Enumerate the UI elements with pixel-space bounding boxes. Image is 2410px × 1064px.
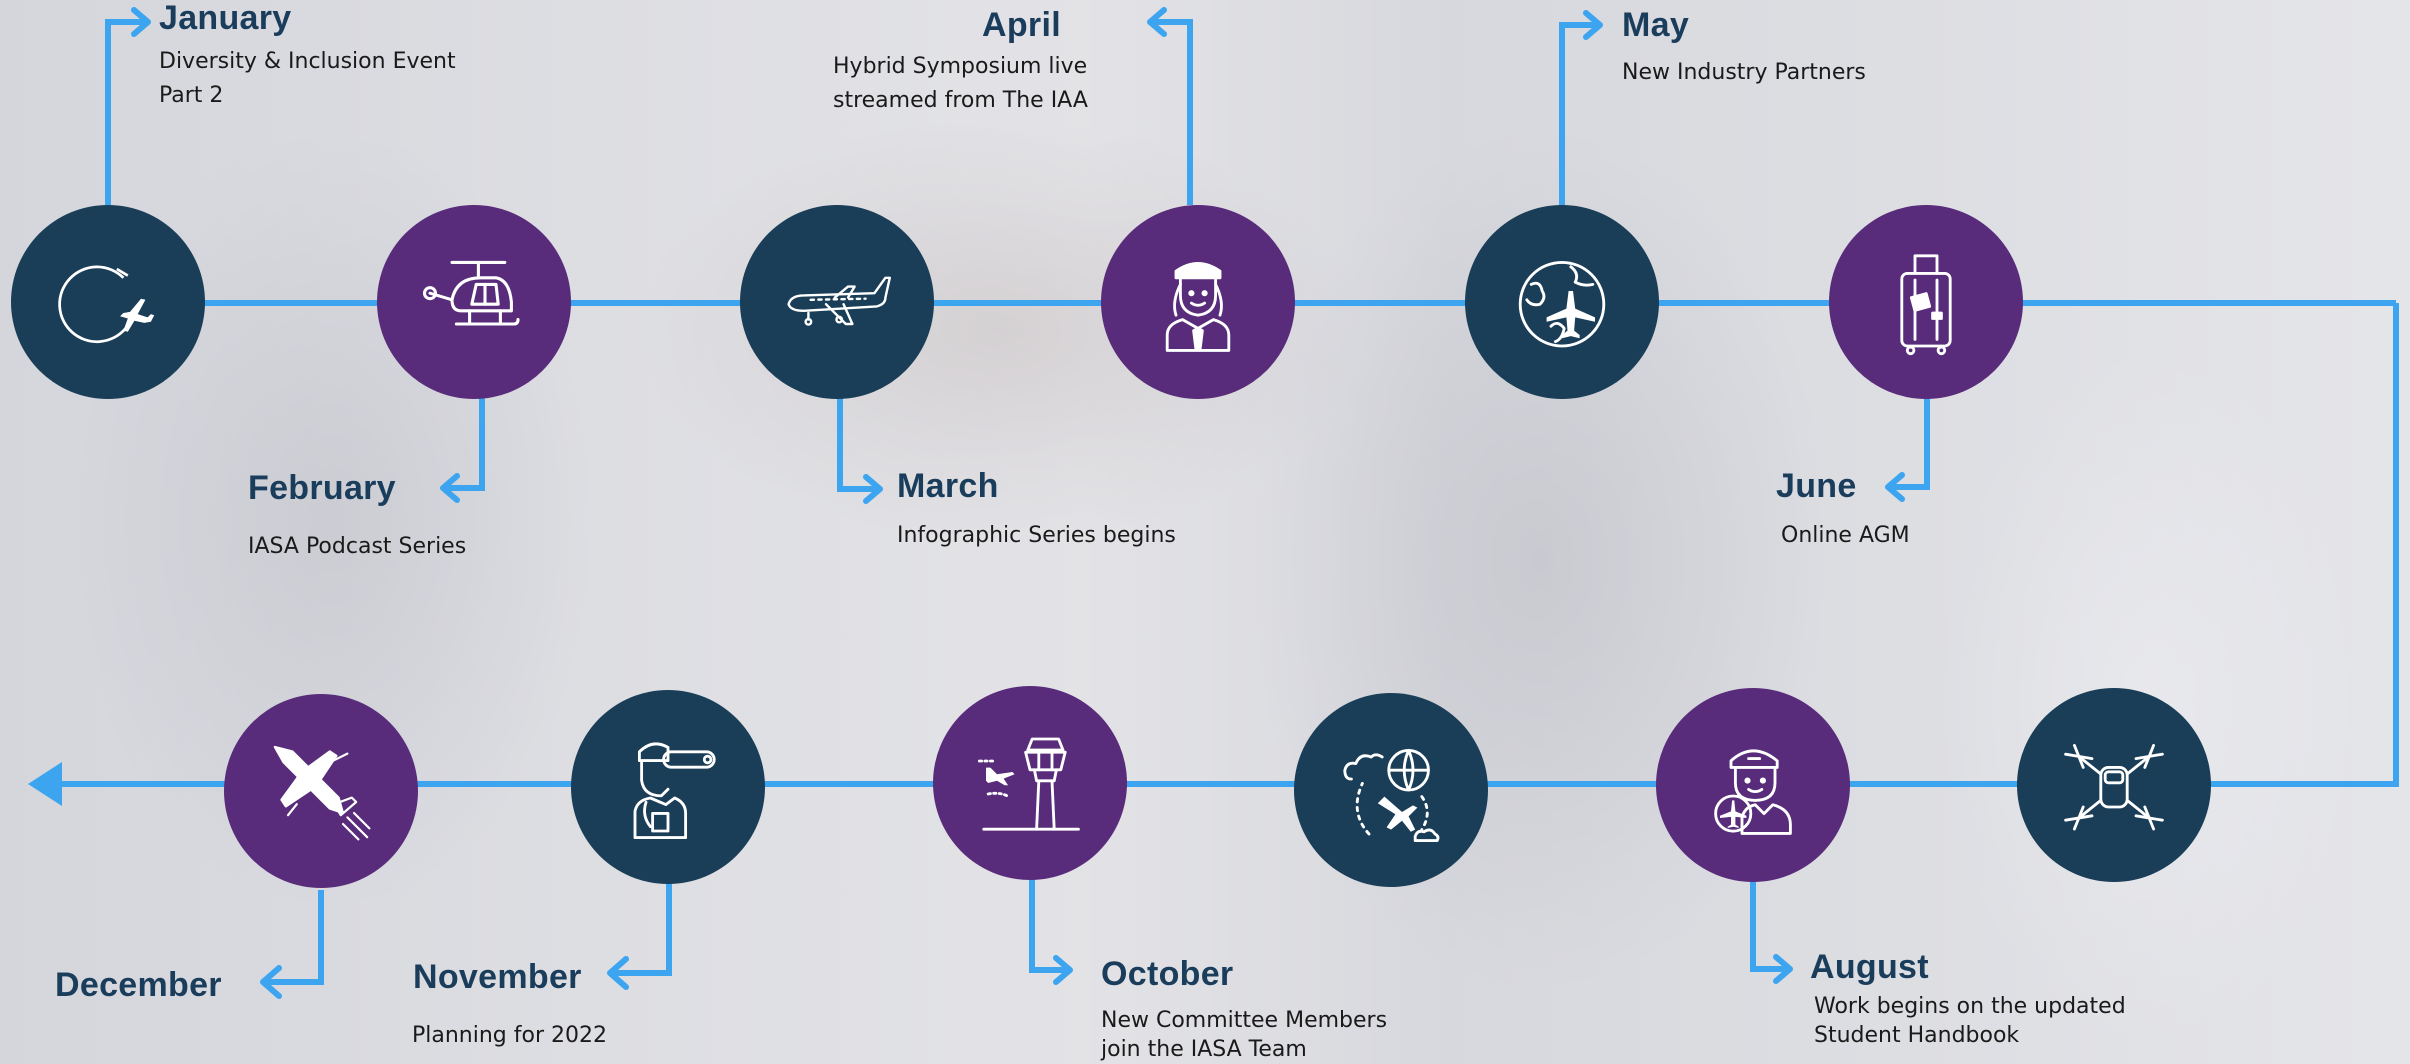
september-node xyxy=(1294,693,1488,887)
april-arrowhead xyxy=(1147,7,1167,37)
april-description: Hybrid Symposium live streamed from The … xyxy=(833,54,1088,113)
january-description: Diversity & Inclusion Event Part 2 xyxy=(159,49,456,108)
october-description: New Committee Members join the IASA Team xyxy=(1101,1008,1388,1062)
timeline-right-connector xyxy=(2210,303,2399,787)
clock-airplane-icon xyxy=(58,265,155,343)
april-node xyxy=(1101,205,1295,399)
june-node xyxy=(1829,205,2023,399)
april-connector xyxy=(1152,19,1193,205)
february-arrowhead xyxy=(440,473,460,503)
december-label: December xyxy=(55,966,222,1004)
january-label: January xyxy=(159,0,292,37)
january-node xyxy=(11,205,205,399)
march-node xyxy=(740,205,934,399)
male-pilot-icon xyxy=(1714,749,1792,835)
june-connector xyxy=(1890,397,1930,490)
helicopter-icon xyxy=(422,260,520,326)
november-node xyxy=(571,690,765,884)
july-node xyxy=(2017,688,2211,882)
january-connector xyxy=(105,19,146,205)
may-node xyxy=(1465,205,1659,399)
june-description: Online AGM xyxy=(1781,523,1910,548)
october-node xyxy=(933,686,1127,880)
february-label: February xyxy=(248,469,396,507)
april-label: April xyxy=(982,6,1061,44)
march-description: Infographic Series begins xyxy=(897,523,1176,548)
november-connector xyxy=(612,883,672,976)
august-description: Work begins on the updated Student Handb… xyxy=(1814,994,2126,1048)
november-label: November xyxy=(413,958,582,996)
october-label: October xyxy=(1101,955,1234,993)
june-label: June xyxy=(1776,467,1857,505)
may-arrowhead xyxy=(1583,10,1603,40)
january-arrowhead xyxy=(131,7,151,37)
march-arrowhead xyxy=(863,474,883,504)
globe-airplane-icon xyxy=(1518,260,1606,348)
june-arrowhead xyxy=(1885,472,1905,502)
may-description: New Industry Partners xyxy=(1622,60,1866,85)
august-arrowhead xyxy=(1773,954,1793,984)
august-label: August xyxy=(1810,948,1929,986)
may-connector xyxy=(1559,22,1598,205)
world-travel-icon xyxy=(1343,748,1440,843)
february-node xyxy=(377,205,571,399)
luggage-icon xyxy=(1900,254,1952,356)
october-arrowhead xyxy=(1053,955,1073,985)
pilot-binoculars-icon xyxy=(633,742,716,840)
november-description: Planning for 2022 xyxy=(412,1023,607,1048)
october-connector xyxy=(1029,879,1068,973)
december-node xyxy=(224,694,418,888)
march-label: March xyxy=(897,467,999,505)
may-label: May xyxy=(1622,6,1690,44)
jet-airliner-icon xyxy=(787,276,892,326)
august-connector xyxy=(1750,880,1788,972)
timeline-end-arrowhead xyxy=(28,762,62,806)
february-connector xyxy=(445,397,485,491)
december-arrowhead xyxy=(260,965,282,999)
control-tower-icon xyxy=(977,737,1080,831)
march-connector xyxy=(837,397,878,492)
november-arrowhead xyxy=(607,956,629,990)
february-description: IASA Podcast Series xyxy=(248,534,467,559)
drone-icon xyxy=(2064,743,2164,831)
fighter-jet-icon xyxy=(273,745,371,841)
december-connector xyxy=(265,890,324,985)
female-pilot-icon xyxy=(1165,262,1231,352)
august-node xyxy=(1656,688,1850,882)
